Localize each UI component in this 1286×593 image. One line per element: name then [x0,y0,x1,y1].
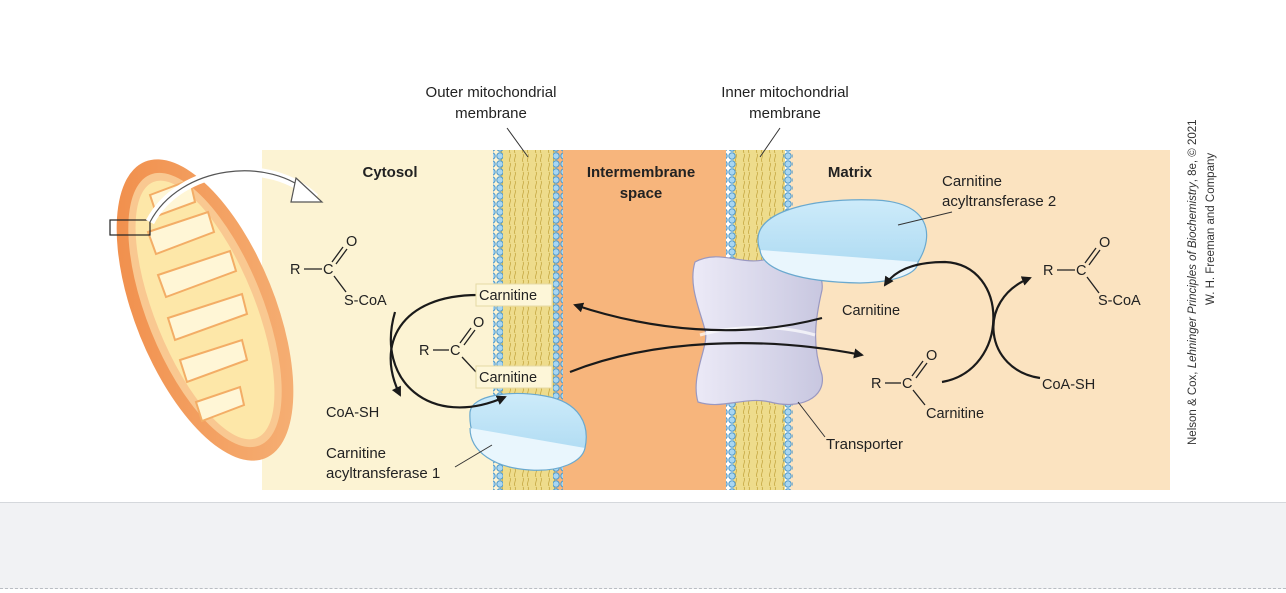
svg-text:S-CoA: S-CoA [1098,293,1141,309]
svg-text:W. H. Freeman and Company: W. H. Freeman and Company [1205,153,1217,305]
outer-membrane-label-line2: membrane [455,105,527,122]
mitochondrion-icon [109,159,294,461]
svg-text:Carnitine: Carnitine [479,370,537,386]
intermembrane-title-line1: Intermembrane [587,164,695,181]
matrix-acylcarnitine: R C O Carnitine [871,348,984,422]
svg-text:Carnitine: Carnitine [926,406,984,422]
svg-text:R: R [419,343,429,359]
cat1-label-line2: acyltransferase 1 [326,465,440,482]
cytosol-coa-sh: CoA-SH [326,405,379,421]
transporter-label: Transporter [826,436,903,453]
matrix-coa-sh: CoA-SH [1042,377,1095,393]
matrix-acyl-coa: R C O S-CoA [1043,235,1141,309]
svg-text:O: O [926,348,937,364]
figure-credit: Nelson & Cox, Lehninger Principles of Bi… [1187,119,1217,445]
svg-text:C: C [1076,263,1086,279]
cat2-label-line1: Carnitine [942,173,1002,190]
svg-text:C: C [323,262,333,278]
cytosol-title: Cytosol [362,164,417,181]
matrix-title: Matrix [828,164,873,181]
svg-text:O: O [346,234,357,250]
svg-text:S-CoA: S-CoA [344,293,387,309]
svg-text:C: C [902,376,912,392]
svg-text:O: O [473,315,484,331]
carnitine-acyltransferase-2-enzyme [757,199,928,284]
svg-text:C: C [450,343,460,359]
svg-text:Nelson & Cox, Lehninger Princi: Nelson & Cox, Lehninger Principles of Bi… [1187,119,1199,445]
svg-text:R: R [871,376,881,392]
inner-membrane-label-line2: membrane [749,105,821,122]
cat1-label-line1: Carnitine [326,445,386,462]
cytosol-acylcarnitine: R C O Carnitine [419,315,553,389]
carnitine-shuttle-diagram: Cytosol Intermembrane space Matrix Outer… [109,84,1217,490]
cytosol-acyl-coa: R C O S-CoA [290,234,387,309]
carnitine-acyltransferase-1-enzyme [469,392,587,471]
svg-text:R: R [1043,263,1053,279]
outer-membrane-label-line1: Outer mitochondrial [426,84,557,101]
cytosol-region [262,150,500,490]
footer-panel [0,502,1286,589]
svg-text:O: O [1099,235,1110,251]
matrix-carnitine: Carnitine [842,303,900,319]
intermembrane-title-line2: space [620,185,663,202]
diagram-stage: Cytosol Intermembrane space Matrix Outer… [109,84,1217,490]
cat2-label-line2: acyltransferase 2 [942,193,1056,210]
cytosol-carnitine: Carnitine [479,288,537,304]
svg-text:R: R [290,262,300,278]
inner-membrane-label-line1: Inner mitochondrial [721,84,849,101]
